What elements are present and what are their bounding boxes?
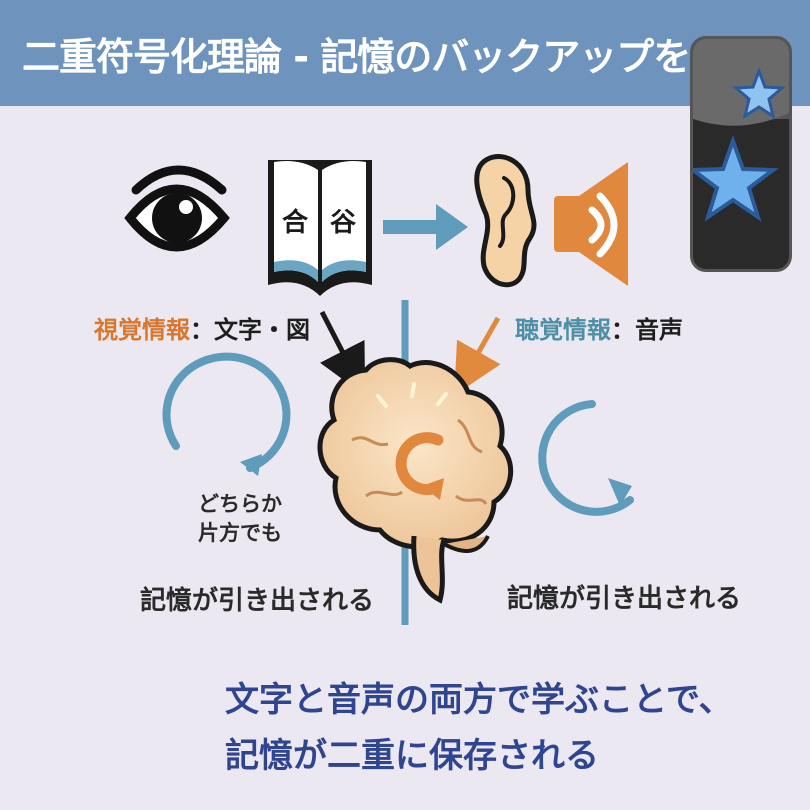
ear-icon: [474, 154, 537, 288]
audio-info-emphasis: 聴覚情報: [515, 316, 611, 344]
book-icon: [268, 160, 372, 296]
brain-icon: [317, 357, 514, 604]
recall-right-caption: 記憶が引き出される: [507, 584, 742, 614]
visual-info-detail: ：文字・図: [190, 316, 310, 344]
page-title: 二重符号化理論 - 記憶のバックアップを作る: [22, 35, 765, 79]
either-one-caption: どちらか 片方でも: [198, 490, 282, 548]
right-cycle-arrow-icon: [538, 400, 634, 516]
right-arrow-icon: [383, 204, 468, 250]
summary-line-1: 文字と音声の両方で学ぶことで、: [225, 680, 733, 720]
header-banner: 二重符号化理論 - 記憶のバックアップを作る: [0, 0, 810, 106]
eye-icon: [124, 165, 230, 252]
audio-info-label: 聴覚情報：音声: [515, 310, 683, 345]
audio-info-detail: ：音声: [611, 316, 683, 344]
summary-text: 文字と音声の両方で学ぶことで、 記憶が二重に保存される: [225, 672, 733, 784]
summary-line-2: 記憶が二重に保存される: [225, 736, 599, 776]
either-line-1: どちらか: [198, 492, 282, 516]
recall-left-caption: 記憶が引き出される: [140, 586, 375, 616]
visual-info-emphasis: 視覚情報: [94, 316, 190, 344]
book-left-char: 合: [282, 208, 309, 238]
left-cycle-arrow-icon: [162, 352, 291, 476]
visual-info-label: 視覚情報：文字・図: [94, 310, 310, 345]
visual-to-brain-arrow: [319, 310, 366, 396]
app-logo-icon: [690, 36, 792, 272]
book-right-char: 谷: [330, 208, 357, 238]
speaker-icon: [554, 162, 628, 286]
audio-to-brain-arrow: [454, 316, 501, 396]
either-line-2: 片方でも: [198, 521, 282, 545]
